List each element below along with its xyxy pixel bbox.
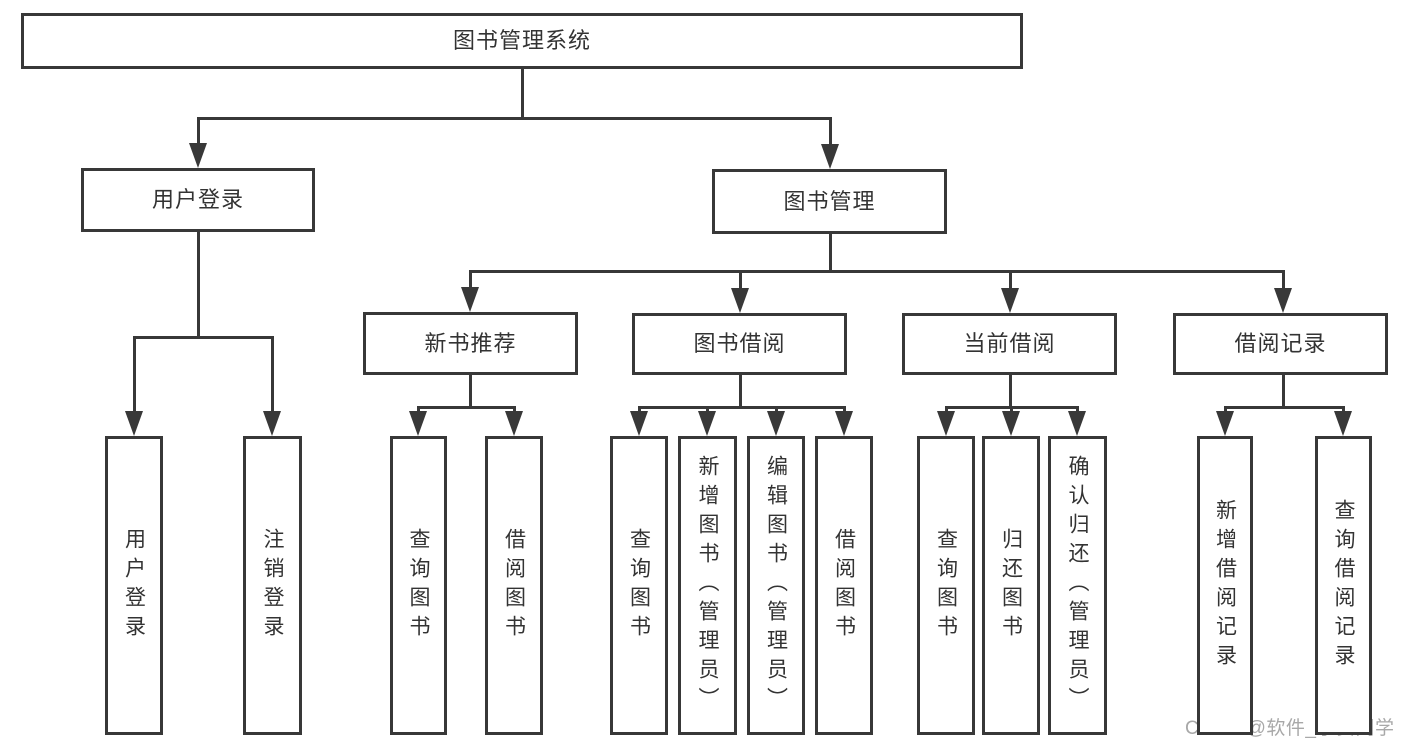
arrowhead-icon [409, 411, 427, 436]
node-bb-borrow-book: 借阅图书 [815, 436, 873, 735]
arrowhead-icon [189, 143, 207, 168]
node-br-query-record: 查询借阅记录 [1315, 436, 1372, 735]
node-current-borrow: 当前借阅 [902, 313, 1117, 375]
arrowhead-icon [1274, 288, 1292, 313]
connector-line [739, 375, 742, 409]
node-borrow-records: 借阅记录 [1173, 313, 1388, 375]
connector-line [133, 337, 136, 413]
node-br-add-record: 新增借阅记录 [1197, 436, 1253, 735]
node-cb-query-book: 查询图书 [917, 436, 975, 735]
connector-line [638, 407, 641, 413]
connector-line [1282, 271, 1285, 290]
node-rec-borrow-book: 借阅图书 [485, 436, 543, 735]
node-bb-edit-book: 编辑图书（管理员） [747, 436, 805, 735]
connector-line [1224, 407, 1227, 413]
connector-line [739, 271, 742, 290]
node-rec-query-book: 查询图书 [390, 436, 447, 735]
node-bb-add-book: 新增图书（管理员） [678, 436, 737, 735]
arrowhead-icon [505, 411, 523, 436]
connector-line [843, 407, 846, 413]
node-book-borrow: 图书借阅 [632, 313, 847, 375]
node-bb-query-book: 查询图书 [610, 436, 668, 735]
node-book-mgmt: 图书管理 [712, 169, 947, 234]
arrowhead-icon [821, 144, 839, 169]
arrowhead-icon [937, 411, 955, 436]
node-new-book-rec: 新书推荐 [363, 312, 578, 375]
connector-line [417, 407, 420, 413]
connector-line [775, 407, 778, 413]
arrowhead-icon [1216, 411, 1234, 436]
connector-line [197, 118, 200, 145]
node-cb-return-book: 归还图书 [982, 436, 1040, 735]
arrowhead-icon [1001, 288, 1019, 313]
connector-line [638, 406, 846, 409]
arrowhead-icon [731, 288, 749, 313]
connector-line [1076, 407, 1079, 413]
arrowhead-icon [630, 411, 648, 436]
connector-line [1224, 406, 1345, 409]
connector-line [521, 69, 524, 120]
connector-line [469, 375, 472, 409]
connector-line [271, 337, 274, 413]
node-user-login: 用户登录 [81, 168, 315, 232]
connector-line [706, 407, 709, 413]
arrowhead-icon [263, 411, 281, 436]
connector-line [197, 232, 200, 339]
connector-line [133, 336, 274, 339]
arrowhead-icon [698, 411, 716, 436]
connector-line [513, 407, 516, 413]
connector-line [829, 234, 832, 273]
connector-line [1009, 271, 1012, 290]
arrowhead-icon [1002, 411, 1020, 436]
node-login: 用户登录 [105, 436, 163, 735]
connector-line [469, 271, 472, 289]
arrowhead-icon [125, 411, 143, 436]
arrowhead-icon [1068, 411, 1086, 436]
connector-line [1009, 375, 1012, 409]
arrowhead-icon [835, 411, 853, 436]
arrowhead-icon [1334, 411, 1352, 436]
connector-line [197, 117, 832, 120]
connector-line [1282, 375, 1285, 409]
connector-line [945, 407, 948, 413]
connector-line [469, 270, 1285, 273]
node-cb-confirm: 确认归还（管理员） [1048, 436, 1107, 735]
node-root: 图书管理系统 [21, 13, 1023, 69]
arrowhead-icon [767, 411, 785, 436]
arrowhead-icon [461, 287, 479, 312]
connector-line [1342, 407, 1345, 413]
connector-line [829, 118, 832, 146]
connector-line [1010, 407, 1013, 413]
connector-line [417, 406, 516, 409]
node-logout: 注销登录 [243, 436, 302, 735]
